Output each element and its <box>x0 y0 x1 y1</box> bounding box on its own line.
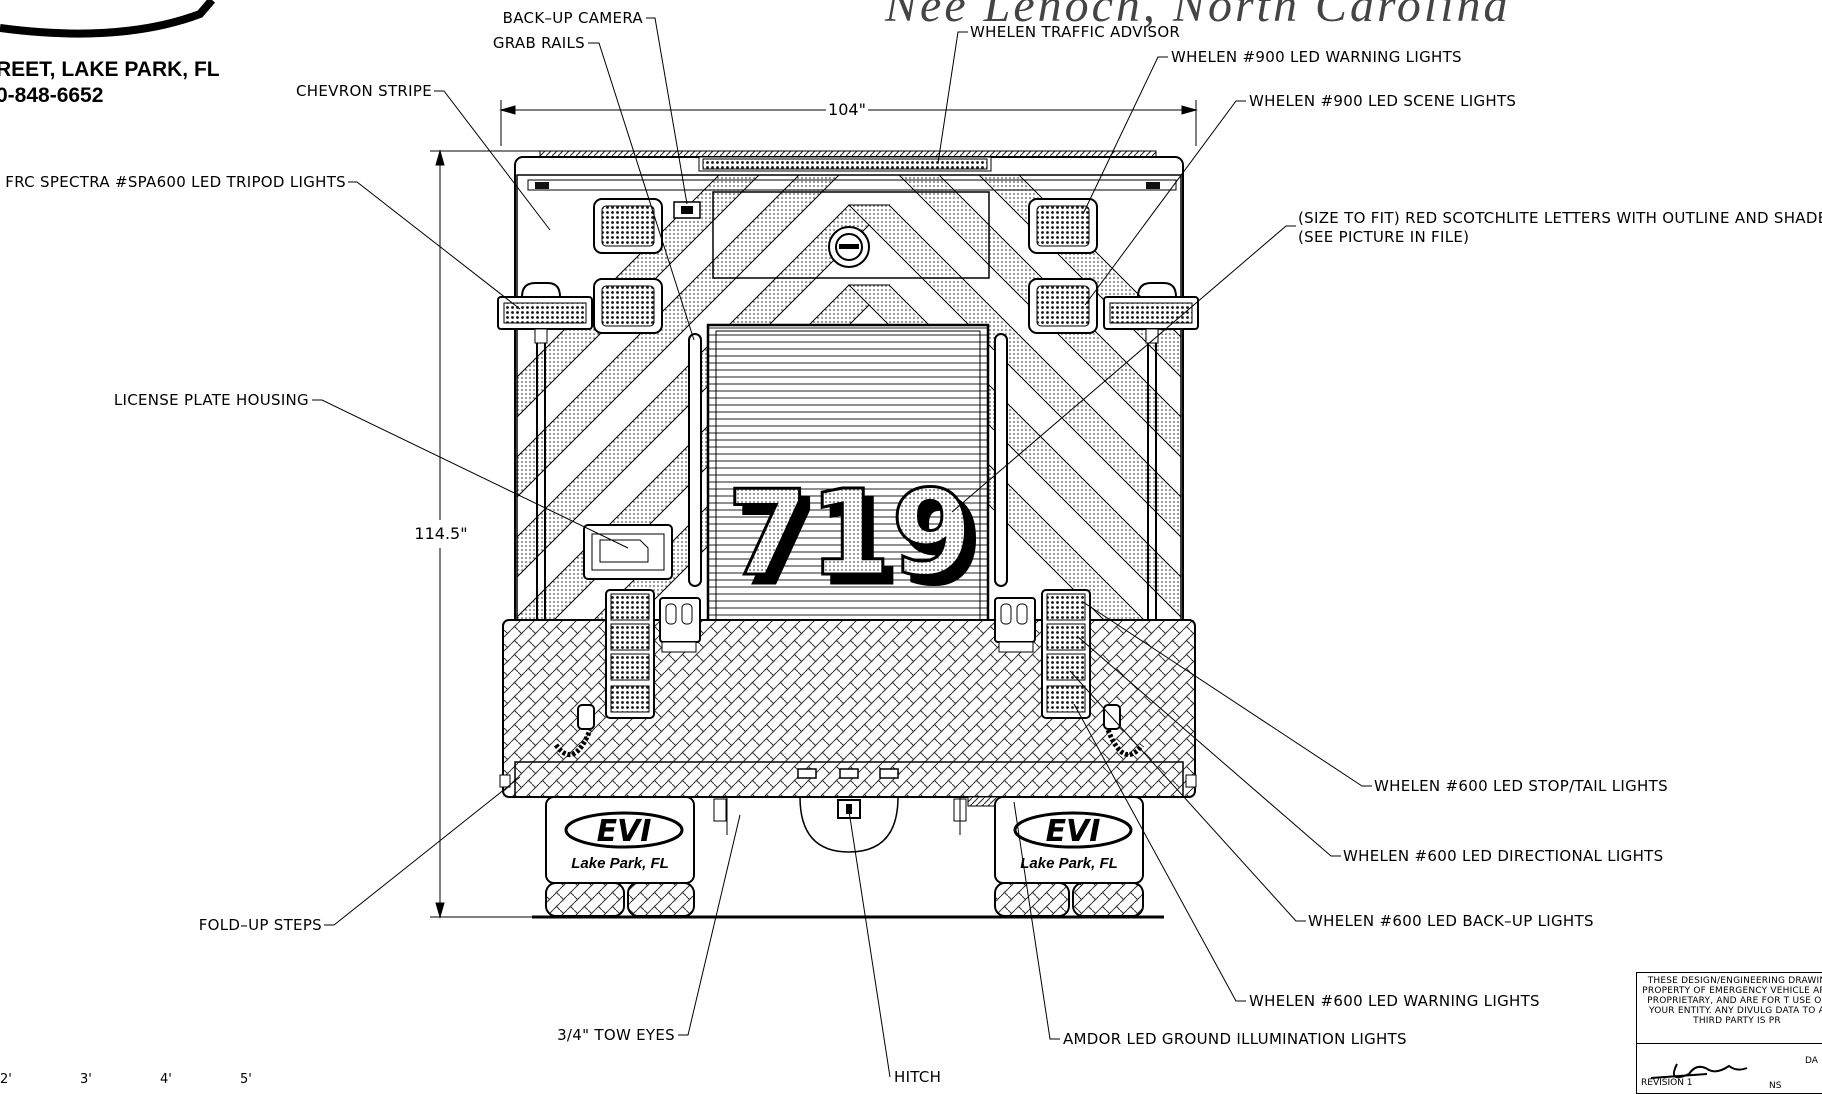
callout-scene-900: WHELEN #900 LED SCENE LIGHTS <box>1249 92 1516 110</box>
whelen-900-scene-light-left <box>593 278 663 334</box>
fold-up-step-right <box>994 597 1036 653</box>
callout-stop-tail-600: WHELEN #600 LED STOP/TAIL LIGHTS <box>1374 777 1668 795</box>
drawing-title: Nee Lenoch, North Carolina <box>885 0 1511 32</box>
width-dimension <box>499 100 1198 146</box>
scale-label-4ft: 4' <box>160 1072 172 1087</box>
backup-camera-mount <box>828 226 870 268</box>
callout-hitch: HITCH <box>894 1068 941 1086</box>
company-logo-fragment <box>0 0 216 38</box>
revision-label: REVISION 1 <box>1641 1078 1693 1088</box>
date-label: DA <box>1805 1056 1818 1066</box>
ground-light-left <box>553 704 595 758</box>
callout-directional-600: WHELEN #600 LED DIRECTIONAL LIGHTS <box>1343 847 1663 865</box>
marker-light-right <box>1146 182 1160 189</box>
tow-eye-left <box>713 798 727 822</box>
mudflap-left: EVI Lake Park, FL <box>545 796 695 884</box>
rear-tires <box>545 882 1144 917</box>
signature <box>1650 1063 1748 1079</box>
mudflap-text-left: Lake Park, FL <box>571 855 669 872</box>
scale-label-3ft: 3' <box>80 1072 92 1087</box>
callout-license-plate: LICENSE PLATE HOUSING <box>114 391 309 409</box>
callout-grab-rails: GRAB RAILS <box>493 34 585 52</box>
width-dimension-label: 104" <box>828 100 866 119</box>
mudflap-right: EVI Lake Park, FL <box>994 796 1144 884</box>
grab-rail-right <box>994 333 1008 587</box>
callout-warning-900: WHELEN #900 LED WARNING LIGHTS <box>1171 48 1462 66</box>
callout-letters-1: (SIZE TO FIT) RED SCOTCHLITE LETTERS WIT… <box>1298 209 1822 227</box>
ns-label: NS <box>1769 1081 1782 1091</box>
callout-tow-eyes: 3/4" TOW EYES <box>557 1026 675 1044</box>
whelen-600-stack-left <box>605 589 655 719</box>
callout-chevron-stripe: CHEVRON STRIPE <box>296 82 432 100</box>
scale-label-5ft: 5' <box>240 1072 252 1087</box>
callout-leaders <box>312 17 1372 1078</box>
hitch <box>799 796 899 853</box>
disclaimer-box: THESE DESIGN/ENGINEERING DRAWIN PROPERTY… <box>1636 972 1822 1094</box>
height-dimension-label: 114.5" <box>414 524 467 543</box>
mudflap-text-right: Lake Park, FL <box>1020 855 1118 872</box>
mudflap-logo-left: EVI <box>597 814 652 849</box>
scale-label-2ft: 2' <box>0 1072 12 1087</box>
callout-backup-camera: BACK–UP CAMERA <box>503 9 644 27</box>
whelen-600-stack-right <box>1041 589 1091 719</box>
callout-fold-up-steps: FOLD–UP STEPS <box>199 916 322 934</box>
fold-up-step-left <box>659 597 701 653</box>
callout-traffic-advisor: WHELEN TRAFFIC ADVISOR <box>970 23 1180 41</box>
company-address: REET, LAKE PARK, FL <box>0 58 220 81</box>
whelen-900-scene-light-right <box>1028 278 1098 334</box>
callout-backup-600: WHELEN #600 LED BACK–UP LIGHTS <box>1308 912 1594 930</box>
mudflap-logo-right: EVI <box>1046 814 1101 849</box>
disclaimer-text: THESE DESIGN/ENGINEERING DRAWIN PROPERTY… <box>1642 976 1822 1026</box>
whelen-900-warning-light-left <box>593 198 663 254</box>
unit-number-shadow: 719 <box>736 473 982 611</box>
callout-warning-600: WHELEN #600 LED WARNING LIGHTS <box>1249 992 1540 1010</box>
traffic-advisor <box>698 156 992 172</box>
marker-light-left <box>535 182 549 189</box>
callout-tripod-lights: FRC SPECTRA #SPA600 LED TRIPOD LIGHTS <box>5 173 346 191</box>
callout-letters-2: (SEE PICTURE IN FILE) <box>1298 228 1469 246</box>
grab-rail-left <box>688 333 702 587</box>
unit-number: 719 <box>727 464 973 602</box>
company-phone: 0-848-6652 <box>0 84 104 107</box>
whelen-900-warning-light-right <box>1028 198 1098 254</box>
callout-ground-lights: AMDOR LED GROUND ILLUMINATION LIGHTS <box>1063 1030 1407 1048</box>
license-plate-housing <box>583 524 673 580</box>
height-dimension <box>430 149 540 919</box>
signature-row <box>1637 1043 1822 1093</box>
